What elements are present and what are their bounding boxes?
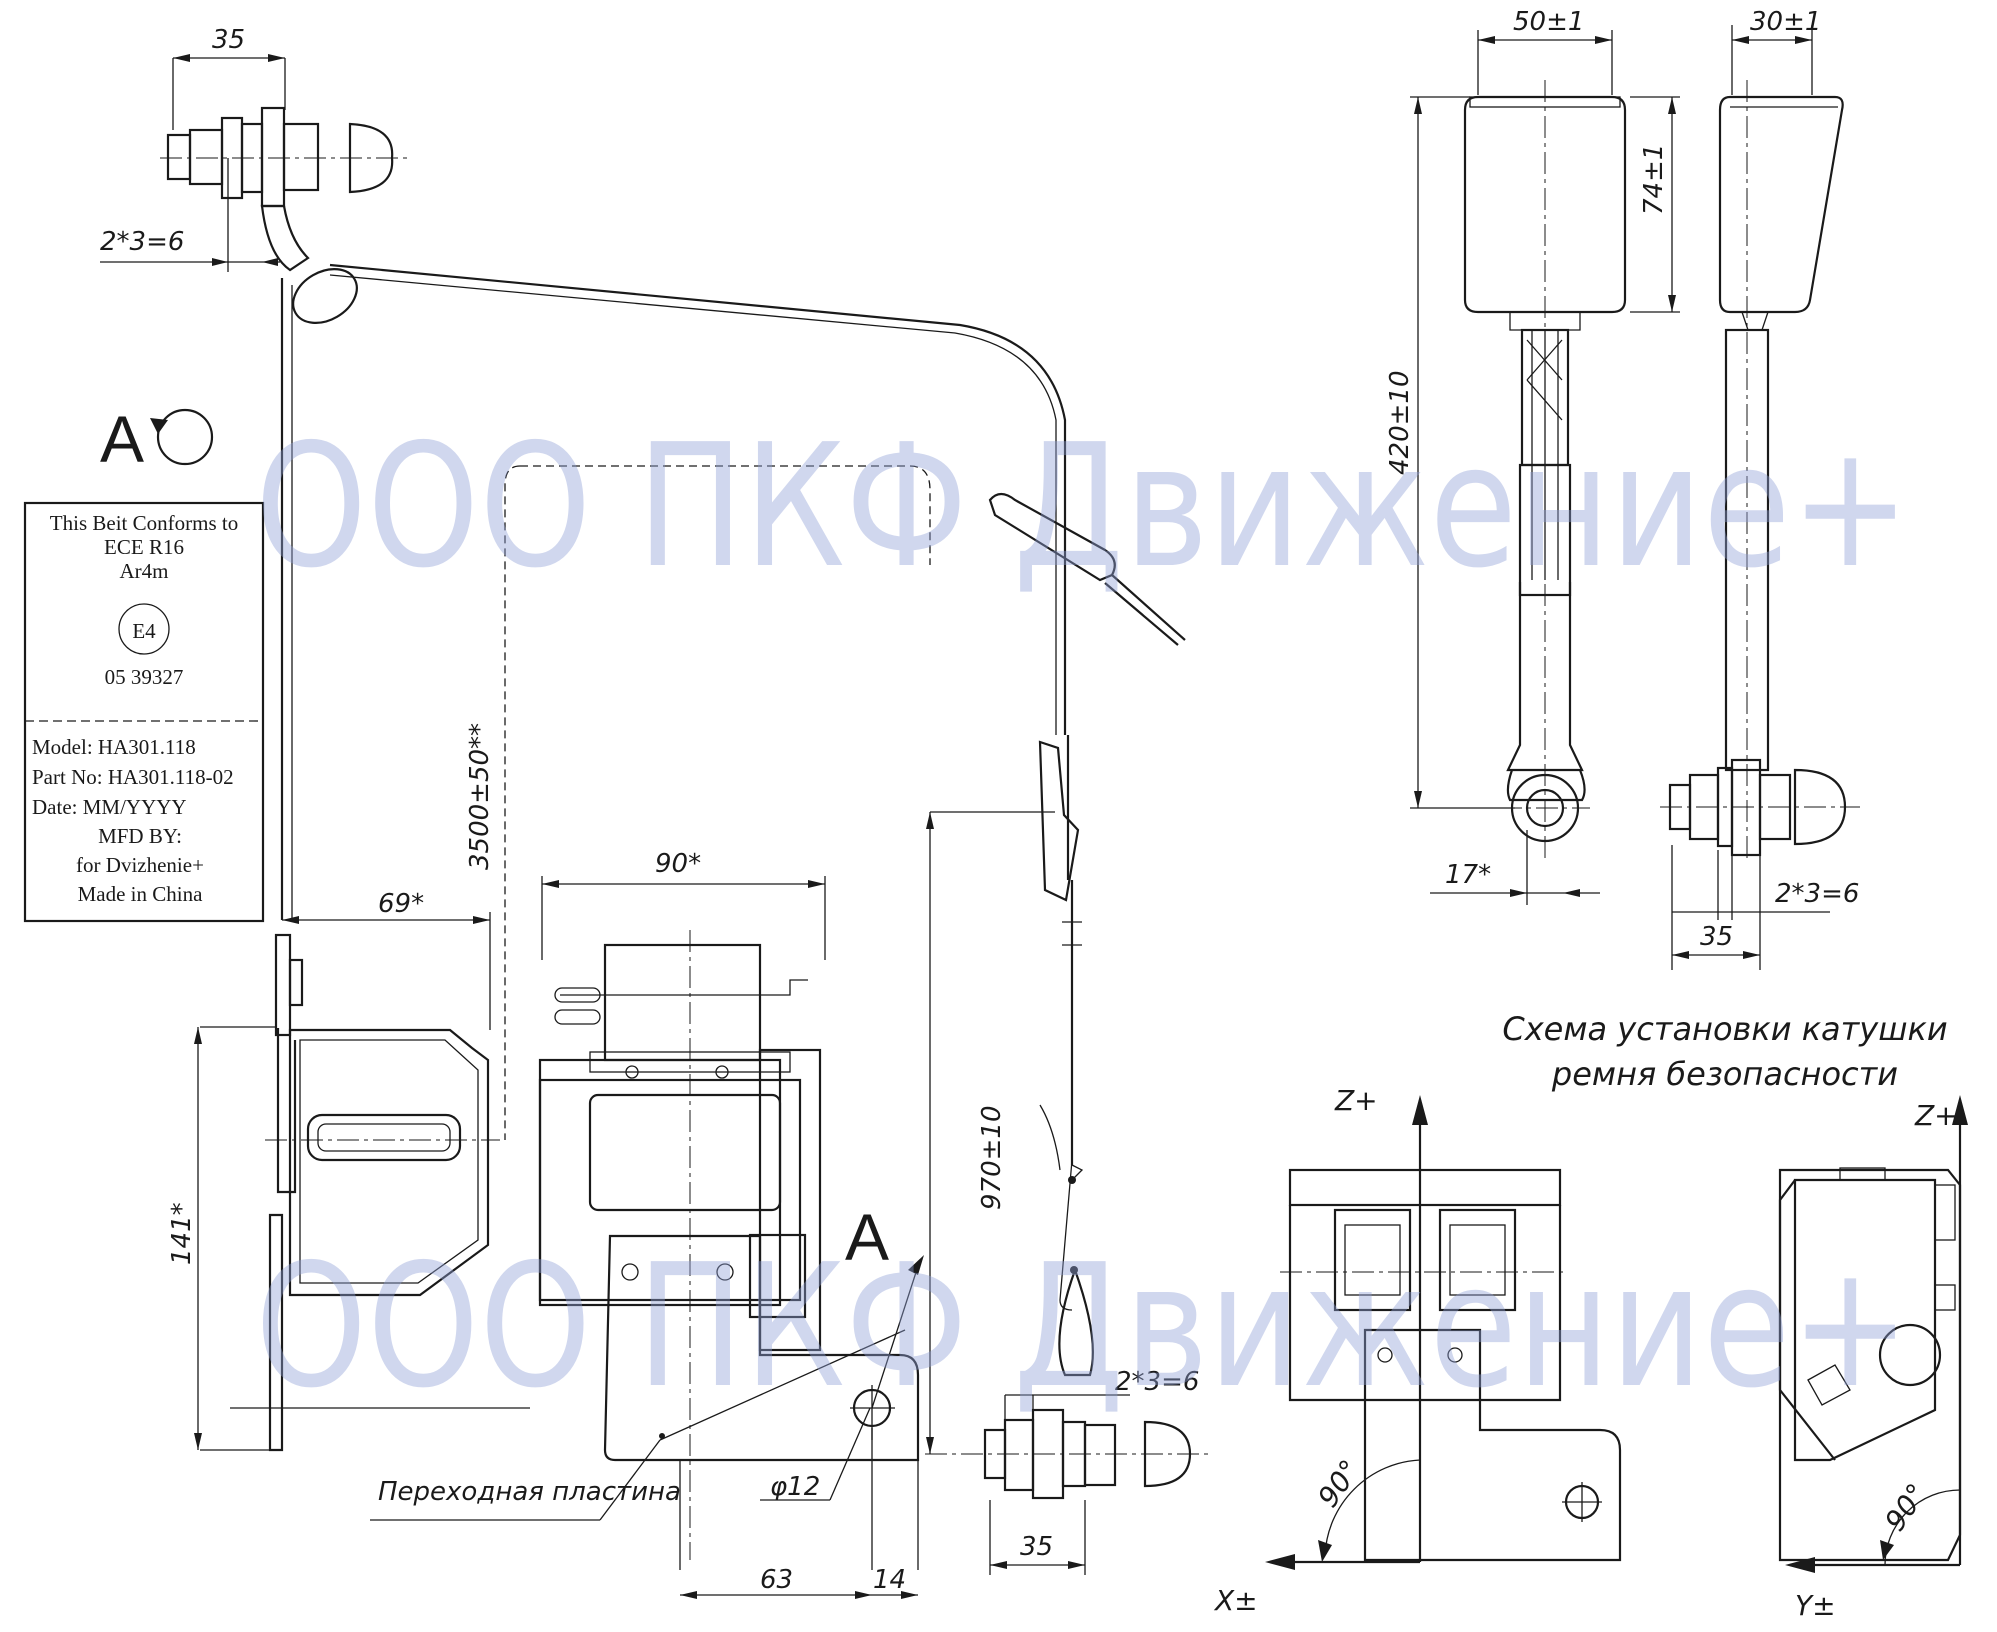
dim-retractor-height: 141* [167, 1202, 197, 1265]
retractor-front-view [538, 876, 826, 1560]
label-for-company: for Dvizhenie+ [76, 853, 204, 877]
buckle-front-view [1410, 30, 1680, 905]
dim-stalk-anchor-width: 35 [1020, 1532, 1053, 1562]
view-a-symbol: A [100, 402, 214, 476]
label-made-in: Made in China [78, 882, 203, 906]
scheme-title-line1: Схема установки катушки [1502, 1010, 1947, 1048]
label-approval-number: 05 39327 [105, 665, 184, 689]
view-a-arrow-label: A [845, 1200, 889, 1274]
dim-buckle-eye: 17* [1445, 860, 1491, 890]
dim-buckle-anchor-width: 35 [1700, 922, 1733, 952]
dim-plate-edge: 14 [873, 1565, 906, 1595]
svg-text:A: A [100, 402, 144, 476]
label-class: Ar4m [120, 559, 169, 583]
callout-adapter-plate: Переходная пластина [378, 1477, 681, 1507]
dim-buckle-length: 420±10 [1385, 371, 1415, 476]
dimension-labels: 35 2*3=6 69* 141* 3500±50** 90* 970±10 2… [100, 7, 1859, 1595]
scheme-axis-z-side: Z+ [1914, 1099, 1958, 1132]
label-standard: ECE R16 [104, 535, 184, 559]
buckle-side-view [1660, 25, 1860, 970]
label-model: Model: HA301.118 [32, 735, 196, 759]
top-anchor-assembly [100, 54, 410, 324]
label-mfd-by: MFD BY: [98, 824, 182, 848]
retractor-side-view [194, 912, 500, 1452]
stalk-anchor [925, 735, 1210, 1575]
scheme-angle-side: 90° [1878, 1477, 1934, 1537]
dim-buckle-washers: 2*3=6 [1775, 879, 1859, 909]
dim-plate-hole-dia: φ12 [770, 1472, 820, 1502]
dim-buckle-side-width: 30±1 [1750, 7, 1821, 37]
dim-anchor-top-width: 35 [212, 25, 245, 55]
label-conforms: This Beit Conforms to [50, 511, 238, 535]
watermark: ООО ПКФ Движение+ ООО ПКФ Движение+ [255, 408, 1910, 1426]
label-date: Date: MM/YYYY [32, 795, 187, 819]
scheme-title-line2: ремня безопасности [1551, 1055, 1898, 1093]
scheme-axis-z-front: Z+ [1334, 1084, 1378, 1117]
label-approval-mark: E4 [132, 619, 156, 643]
belt-webbing [280, 263, 1067, 1140]
watermark-line-2: ООО ПКФ Движение+ [255, 1228, 1910, 1426]
dim-buckle-height: 74±1 [1639, 144, 1669, 215]
certification-label: This Beit Conforms to ECE R16 Ar4m E4 05… [23, 501, 265, 923]
dim-retractor-offset: 69* [378, 889, 424, 919]
strap-guide [988, 492, 1186, 646]
scheme-angle-front: 90° [1311, 1454, 1367, 1514]
dim-anchor-top-washers: 2*3=6 [100, 227, 184, 257]
label-part-no: Part No: HA301.118-02 [32, 765, 234, 789]
dim-stalk-length: 970±10 [977, 1106, 1007, 1211]
dim-plate-width: 63 [760, 1565, 793, 1595]
scheme-axis-y: Y± [1795, 1589, 1836, 1622]
adapter-plate [230, 1234, 924, 1599]
scheme-axis-x: X± [1213, 1584, 1258, 1617]
scheme-side-view: Z+ Y± 90° [1778, 1095, 1968, 1622]
dim-belt-length: 3500±50** [465, 723, 495, 870]
dim-buckle-width: 50±1 [1513, 7, 1584, 37]
dim-stalk-washers: 2*3=6 [1115, 1367, 1199, 1397]
installation-scheme: Схема установки катушки ремня безопаснос… [1213, 1010, 1968, 1622]
dim-retractor-width: 90* [655, 849, 701, 879]
watermark-line-1: ООО ПКФ Движение+ [255, 408, 1910, 606]
